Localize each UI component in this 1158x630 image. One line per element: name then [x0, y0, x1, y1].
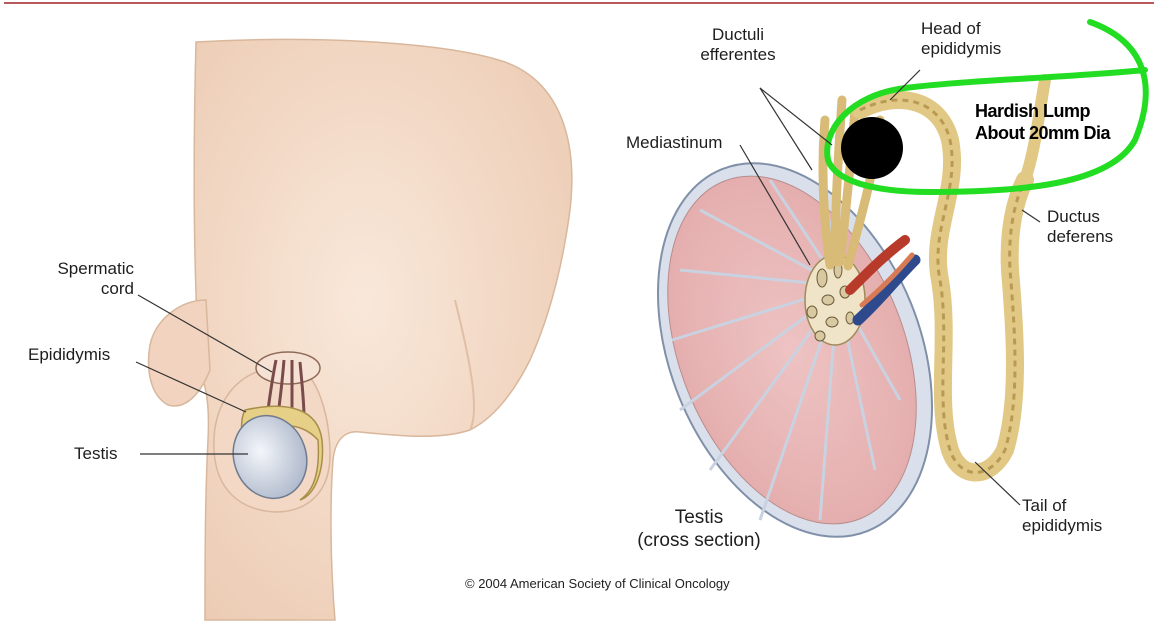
annotation-note: Hardish Lump About 20mm Dia: [975, 100, 1110, 144]
label-spermatic-cord-line2: cord: [24, 279, 134, 299]
label-ductus-line1: Ductus: [1047, 207, 1113, 227]
label-testis-cs-line2: (cross section): [614, 529, 784, 552]
leader-ductuli-2: [760, 88, 812, 170]
label-spermatic-cord: Spermatic cord: [24, 259, 134, 299]
annotation-line2: About 20mm Dia: [975, 122, 1110, 144]
label-testis-cross-section: Testis (cross section): [614, 506, 784, 552]
copyright-notice: © 2004 American Society of Clinical Onco…: [465, 576, 730, 591]
label-testis: Testis: [74, 444, 117, 464]
torso-shape: [194, 39, 572, 620]
label-head-of-epididymis: Head of epididymis: [921, 19, 1001, 59]
leader-ductus: [1022, 210, 1040, 222]
label-tail-of-epididymis: Tail of epididymis: [1022, 496, 1102, 536]
hard-lump: [841, 117, 903, 179]
label-ductus-line2: deferens: [1047, 227, 1113, 247]
label-head-line2: epididymis: [921, 39, 1001, 59]
label-ductuli-efferentes: Ductuli efferentes: [688, 25, 788, 65]
label-ductuli-line1: Ductuli: [688, 25, 788, 45]
annotation-line1: Hardish Lump: [975, 100, 1110, 122]
label-spermatic-cord-line1: Spermatic: [24, 259, 134, 279]
body-side-view: [136, 39, 572, 620]
label-ductus-deferens: Ductus deferens: [1047, 207, 1113, 247]
penis-shape: [149, 300, 210, 406]
label-mediastinum: Mediastinum: [626, 133, 722, 153]
label-epididymis: Epididymis: [28, 345, 110, 365]
label-head-line1: Head of: [921, 19, 1001, 39]
label-tail-line2: epididymis: [1022, 516, 1102, 536]
label-ductuli-line2: efferentes: [688, 45, 788, 65]
leader-ductuli: [760, 88, 832, 145]
label-tail-line1: Tail of: [1022, 496, 1102, 516]
label-testis-cs-line1: Testis: [614, 506, 784, 529]
